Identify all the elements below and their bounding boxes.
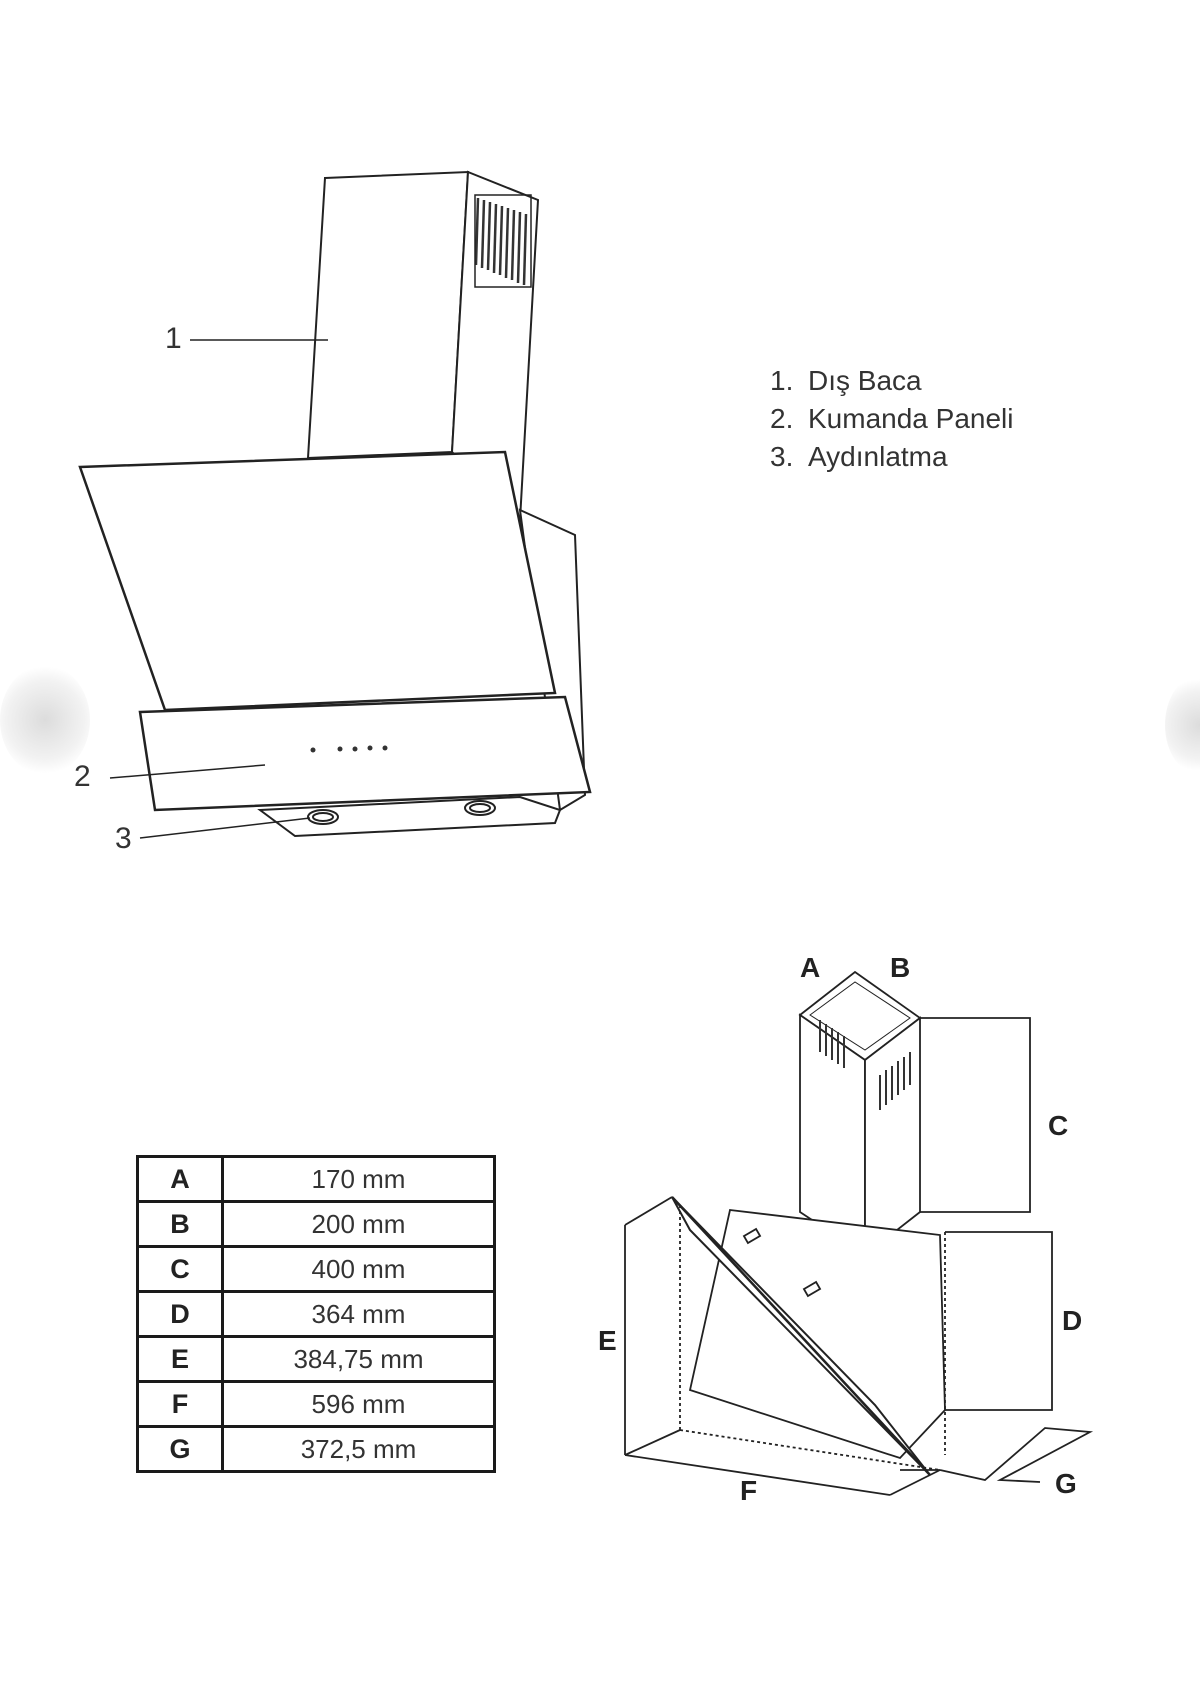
dimension-key: D xyxy=(136,1290,224,1338)
dimension-label-f: F xyxy=(740,1475,758,1506)
table-row: A 170 mm xyxy=(136,1155,496,1203)
chimney-right-face xyxy=(864,1016,921,1257)
light-left-icon xyxy=(307,809,339,825)
dimension-key: B xyxy=(136,1200,224,1248)
table-row: E 384,75 mm xyxy=(136,1335,496,1383)
dimension-value: 200 mm xyxy=(221,1200,496,1248)
control-buttons xyxy=(310,745,388,753)
dimension-key: A xyxy=(136,1155,224,1203)
parts-legend: 1. Dış Baca 2. Kumanda Paneli 3. Aydınla… xyxy=(770,362,1013,476)
dimension-key: G xyxy=(136,1425,224,1473)
dimension-value: 384,75 mm xyxy=(221,1335,496,1383)
dimension-label-d: D xyxy=(1062,1305,1083,1336)
dimension-value: 372,5 mm xyxy=(221,1425,496,1473)
dimension-f-line xyxy=(624,1454,891,1496)
dimension-label-c: C xyxy=(1048,1110,1069,1141)
table-row: D 364 mm xyxy=(136,1290,496,1338)
dimension-label-b: B xyxy=(890,952,911,983)
legend-number: 3. xyxy=(770,441,794,472)
legend-number: 1. xyxy=(770,365,794,396)
dimension-label-g: G xyxy=(1055,1468,1077,1499)
dimension-g-box xyxy=(939,1427,1094,1483)
dimension-key: F xyxy=(136,1380,224,1428)
table-row: G 372,5 mm xyxy=(136,1425,496,1473)
table-row: B 200 mm xyxy=(136,1200,496,1248)
dimension-value: 400 mm xyxy=(221,1245,496,1293)
dimension-d-box xyxy=(945,1231,1053,1411)
control-panel xyxy=(138,695,592,812)
dimension-table: A 170 mm B 200 mm C 400 mm D 364 mm E 38… xyxy=(136,1155,496,1473)
callout-2: 2 xyxy=(74,760,91,793)
dimension-key: E xyxy=(136,1335,224,1383)
table-row: F 596 mm xyxy=(136,1380,496,1428)
dimension-value: 170 mm xyxy=(221,1155,496,1203)
callout-1: 1 xyxy=(165,322,182,355)
light-right-icon xyxy=(464,800,496,816)
scan-shadow-left xyxy=(0,665,90,775)
dimension-value: 364 mm xyxy=(221,1290,496,1338)
legend-label: Kumanda Paneli xyxy=(808,403,1014,434)
table-row: C 400 mm xyxy=(136,1245,496,1293)
lighting-tray xyxy=(257,795,562,838)
dimension-c-box xyxy=(920,1017,1031,1213)
dimension-label-a: A xyxy=(800,952,821,983)
legend-label: Aydınlatma xyxy=(808,441,948,472)
leader-2 xyxy=(109,764,266,779)
legend-item: 1. Dış Baca xyxy=(770,362,1013,400)
glass-panel xyxy=(78,450,557,712)
dimension-value: 596 mm xyxy=(221,1380,496,1428)
chimney-vent-icon xyxy=(819,1020,911,1110)
dimension-key: C xyxy=(136,1245,224,1293)
legend-label: Dış Baca xyxy=(808,365,922,396)
legend-item: 3. Aydınlatma xyxy=(770,438,1013,476)
hood-body xyxy=(688,1209,946,1460)
leader-3 xyxy=(139,817,311,839)
legend-number: 2. xyxy=(770,403,794,434)
callout-3: 3 xyxy=(115,822,132,855)
dimension-label-e: E xyxy=(598,1325,617,1356)
legend-item: 2. Kumanda Paneli xyxy=(770,400,1013,438)
chimney-vent-icon xyxy=(474,197,528,286)
